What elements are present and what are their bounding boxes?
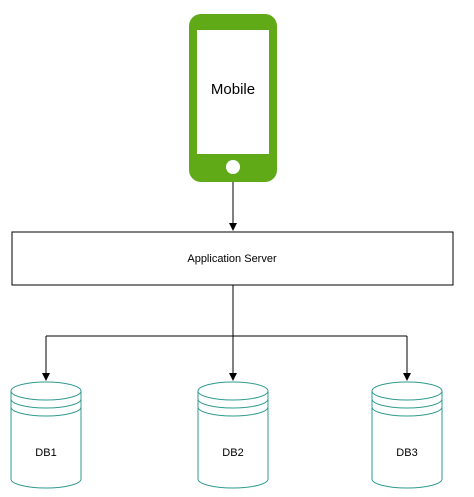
app-server-label: Application Server bbox=[187, 253, 277, 265]
db2-top bbox=[197, 381, 269, 401]
db1-top bbox=[10, 381, 82, 401]
db1-ring-1 bbox=[10, 398, 82, 409]
db3-ring-1 bbox=[371, 398, 443, 409]
db2-label: DB2 bbox=[222, 447, 243, 459]
edges-app-server-to-dbs bbox=[42, 285, 411, 381]
db1-ring-2 bbox=[10, 406, 82, 417]
phone-screen bbox=[197, 30, 269, 154]
db2-ring-2 bbox=[197, 406, 269, 417]
mobile-phone-icon[interactable]: Mobile bbox=[189, 14, 277, 182]
app-server-rect bbox=[11, 231, 454, 286]
db2-ring-1 bbox=[197, 398, 269, 409]
db3-ring-2 bbox=[371, 406, 443, 417]
database-db1[interactable]: DB1 bbox=[10, 381, 82, 489]
app-server-box[interactable]: Application Server bbox=[11, 231, 454, 286]
database-db2[interactable]: DB2 bbox=[197, 381, 269, 489]
db3-top bbox=[371, 381, 443, 401]
db1-label: DB1 bbox=[35, 447, 56, 459]
database-db3[interactable]: DB3 bbox=[371, 381, 443, 489]
mobile-label: Mobile bbox=[211, 81, 255, 98]
db3-label: DB3 bbox=[396, 447, 417, 459]
phone-home-button bbox=[226, 160, 240, 174]
